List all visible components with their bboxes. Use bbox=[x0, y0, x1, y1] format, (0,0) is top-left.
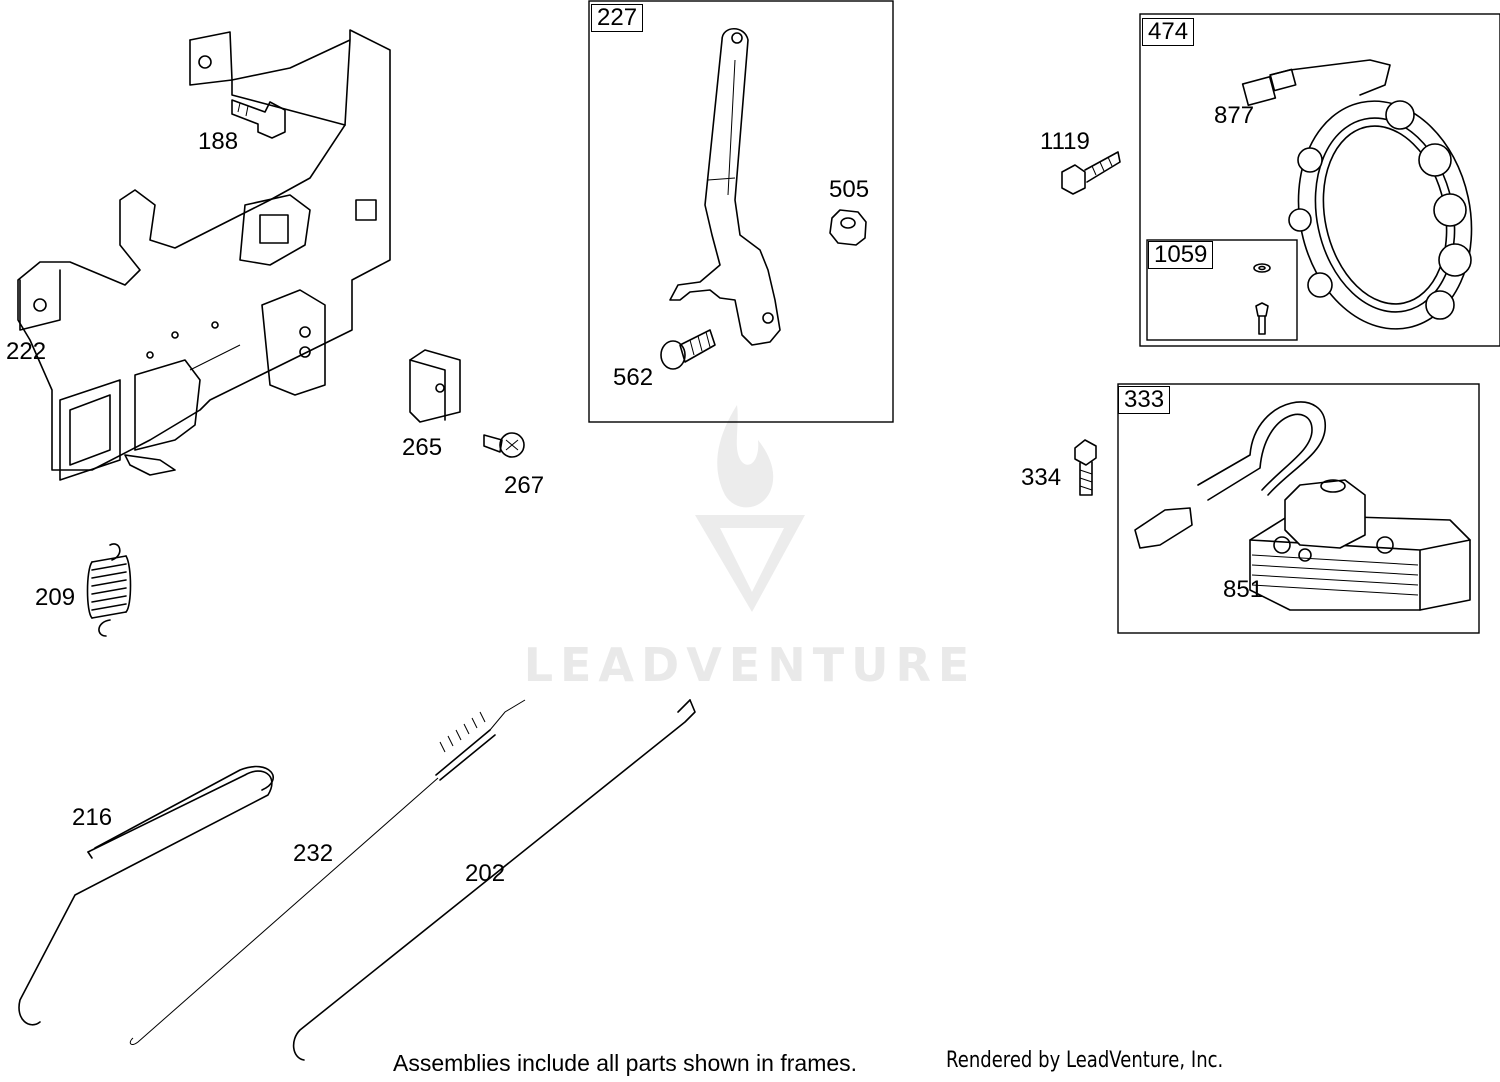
watermark-text: LEADVENTURE bbox=[523, 638, 977, 692]
part-label-222: 222 bbox=[6, 338, 47, 365]
bolt-1119 bbox=[1061, 151, 1121, 195]
part-label-851: 851 bbox=[1223, 576, 1264, 603]
ignition-armature-333 bbox=[1134, 401, 1471, 611]
part-label-216: 216 bbox=[72, 804, 113, 831]
frame-label-333: 333 bbox=[1118, 386, 1171, 414]
part-label-265: 265 bbox=[402, 434, 443, 461]
part-label-1119: 1119 bbox=[1040, 128, 1090, 155]
nut-505 bbox=[829, 209, 867, 246]
frame-474 bbox=[1139, 13, 1500, 347]
render-credit: Rendered by LeadVenture, Inc. bbox=[946, 1048, 1224, 1073]
bolt-334 bbox=[1074, 439, 1097, 496]
part-label-202: 202 bbox=[465, 860, 506, 887]
frame-227 bbox=[588, 0, 894, 423]
part-label-505: 505 bbox=[829, 176, 870, 203]
screw-set-1059 bbox=[1253, 263, 1271, 335]
control-bracket-222 bbox=[17, 29, 391, 481]
part-label-877: 877 bbox=[1214, 102, 1255, 129]
clip-265 bbox=[409, 349, 461, 423]
governor-lever-227 bbox=[669, 27, 781, 346]
part-label-232: 232 bbox=[293, 840, 334, 867]
frame-1059 bbox=[1146, 239, 1298, 341]
screw-267 bbox=[483, 432, 525, 458]
leadventure-watermark-logo bbox=[695, 405, 805, 612]
bolt-188 bbox=[231, 99, 286, 139]
link-rod-202 bbox=[292, 699, 696, 1061]
part-label-188: 188 bbox=[198, 128, 239, 155]
spring-209 bbox=[86, 543, 132, 637]
frame-label-1059: 1059 bbox=[1148, 241, 1214, 269]
frame-label-227: 227 bbox=[591, 4, 644, 32]
part-label-562: 562 bbox=[613, 364, 654, 391]
part-label-334: 334 bbox=[1021, 464, 1062, 491]
part-label-267: 267 bbox=[504, 472, 545, 499]
assemblies-note: Assemblies include all parts shown in fr… bbox=[393, 1050, 858, 1076]
frame-333 bbox=[1117, 383, 1480, 634]
alternator-stator-474 bbox=[1241, 59, 1473, 330]
part-label-209: 209 bbox=[35, 584, 76, 611]
link-rod-216 bbox=[18, 765, 274, 1026]
screw-562 bbox=[660, 329, 716, 370]
frame-label-474: 474 bbox=[1142, 18, 1195, 46]
governor-spring-232 bbox=[129, 699, 526, 1045]
